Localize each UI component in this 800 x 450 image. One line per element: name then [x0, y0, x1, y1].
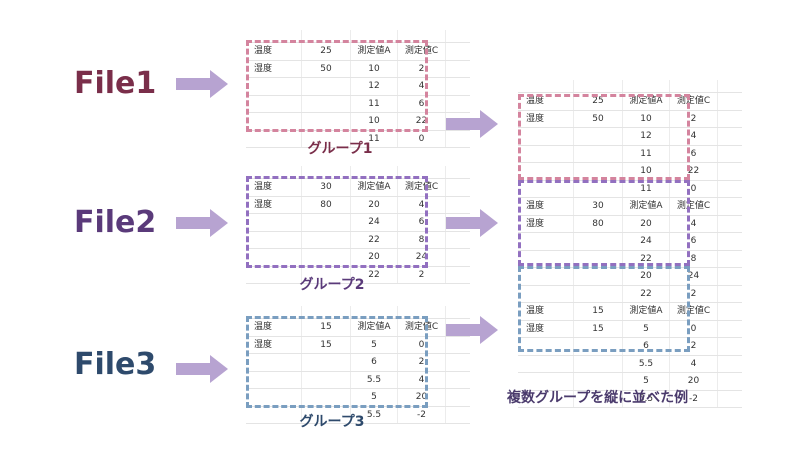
file2-label: File2: [74, 205, 157, 240]
arrow-icon: [176, 355, 228, 383]
arrow-icon: [176, 209, 228, 237]
group1-label: グループ1: [307, 141, 373, 157]
arrow-icon: [176, 70, 228, 98]
combined-caption: 複数グループを縦に並べた例: [507, 390, 689, 406]
file3-label: File3: [74, 347, 157, 382]
group2-label: グループ2: [299, 277, 365, 293]
table-row: 5.5-2: [518, 390, 742, 408]
arrow-icon: [446, 110, 498, 138]
file1-label: File1: [74, 66, 157, 101]
arrow-icon: [446, 316, 498, 344]
group3-label: グループ3: [299, 414, 365, 430]
arrow-icon: [446, 209, 498, 237]
table-row: 5.5-2: [246, 406, 470, 424]
